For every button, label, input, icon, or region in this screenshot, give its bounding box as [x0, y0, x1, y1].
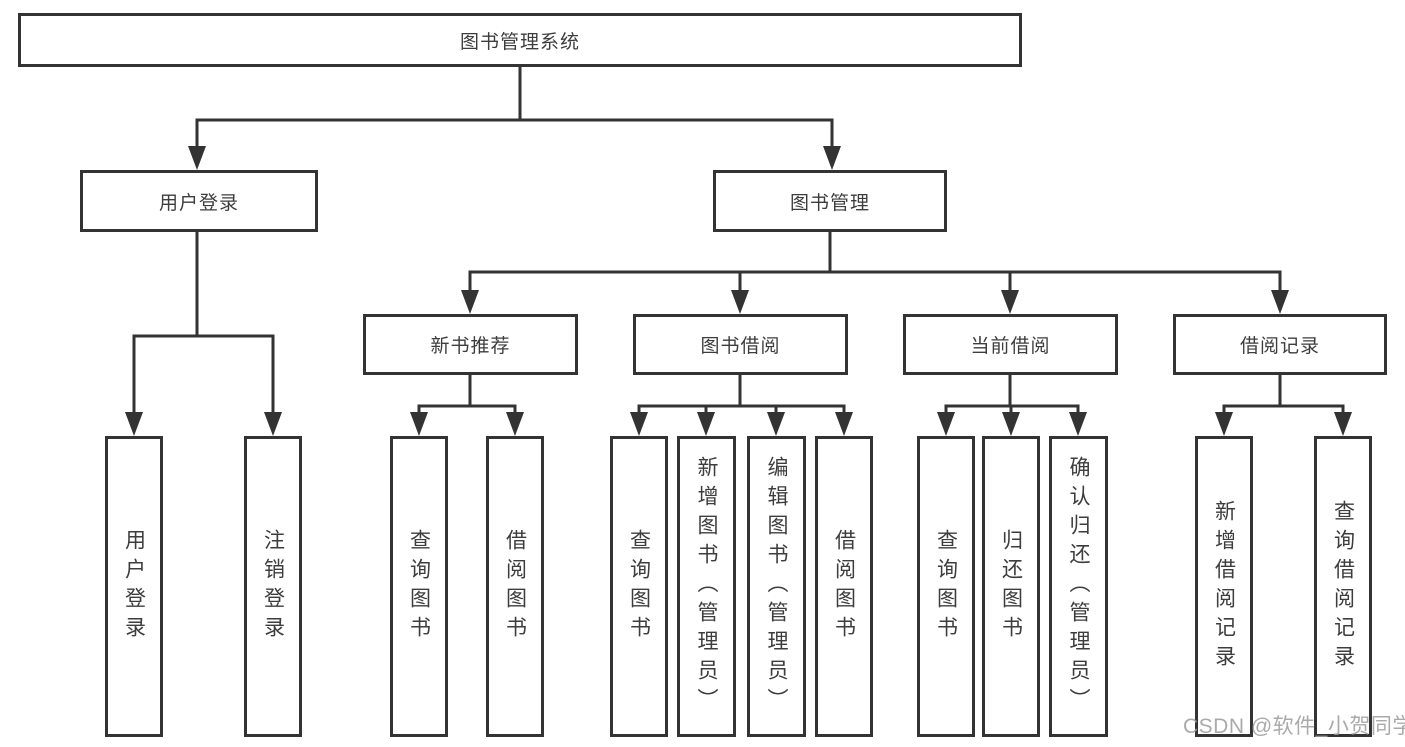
node-label: 查询图书: [627, 528, 651, 645]
leaf-logout: 注销登录: [244, 436, 302, 737]
node-label: 图书借阅: [700, 336, 781, 357]
node-label: 借阅图书: [832, 528, 856, 645]
node-book-borrow: 图书借阅: [633, 314, 848, 375]
node-borrow-records: 借阅记录: [1173, 314, 1387, 375]
connector-new-books: [417, 373, 517, 418]
connector-book-mgmt: [468, 230, 1282, 296]
leaf-borrow-books: 借阅图书: [815, 436, 873, 737]
arrow-icon: [264, 412, 282, 436]
arrow-icon: [835, 412, 853, 436]
node-label: 用户登录: [158, 192, 239, 214]
node-label: 借阅图书: [503, 528, 527, 645]
arrow-icon: [630, 412, 648, 436]
leaf-confirm-return-admin: 确认归还（管理员）: [1049, 436, 1108, 737]
node-label: 查询图书: [934, 528, 958, 645]
connector-user-login: [132, 230, 275, 418]
node-label: 编辑图书（管理员）: [765, 456, 788, 717]
connector-borrow-records: [1222, 373, 1345, 418]
leaf-add-books-admin: 新增图书（管理员）: [677, 436, 736, 737]
arrow-icon: [1002, 412, 1020, 436]
arrowheads: [125, 146, 1352, 436]
arrow-icon: [767, 412, 785, 436]
arrow-icon: [125, 412, 143, 436]
arrow-icon: [1334, 412, 1352, 436]
connector-current-borrow: [944, 373, 1080, 418]
node-library-management-system: 图书管理系统: [18, 13, 1022, 67]
node-label: 新增图书（管理员）: [695, 456, 718, 717]
node-current-borrow: 当前借阅: [903, 314, 1118, 375]
leaf-edit-books-admin: 编辑图书（管理员）: [747, 436, 806, 737]
arrow-icon: [410, 412, 428, 436]
arrow-icon: [823, 146, 841, 170]
node-label: 图书管理: [789, 192, 870, 214]
arrow-icon: [506, 412, 524, 436]
leaf-query-books: 查询图书: [917, 436, 975, 737]
arrow-icon: [937, 412, 955, 436]
arrow-icon: [697, 412, 715, 436]
arrow-icon: [1215, 412, 1233, 436]
node-new-book-recommend: 新书推荐: [363, 314, 578, 375]
leaf-add-borrow-record: 新增借阅记录: [1195, 436, 1253, 737]
node-book-management-branch: 图书管理: [713, 170, 947, 232]
node-label: 图书管理系统: [459, 31, 580, 53]
csdn-watermark: CSDN @软件_小贺同学: [1183, 715, 1405, 738]
node-user-login-branch: 用户登录: [80, 170, 318, 232]
node-label: 归还图书: [999, 528, 1023, 645]
arrow-icon: [731, 290, 749, 314]
arrow-icon: [461, 290, 479, 314]
connector-book-borrow: [637, 373, 846, 418]
arrow-icon: [1001, 290, 1019, 314]
leaf-query-books: 查询图书: [390, 436, 448, 737]
arrow-icon: [188, 146, 206, 170]
node-label: 注销登录: [261, 528, 285, 645]
leaf-query-borrow-record: 查询借阅记录: [1314, 436, 1372, 737]
leaf-user-login: 用户登录: [105, 436, 163, 737]
node-label: 确认归还（管理员）: [1067, 456, 1090, 717]
leaf-query-books: 查询图书: [610, 436, 668, 737]
arrow-icon: [1069, 412, 1087, 436]
node-label: 查询图书: [407, 528, 431, 645]
leaf-borrow-books: 借阅图书: [486, 436, 544, 737]
node-label: 新增借阅记录: [1212, 499, 1236, 674]
node-label: 用户登录: [122, 528, 146, 645]
node-label: 借阅记录: [1239, 336, 1320, 357]
connector-root: [195, 65, 834, 152]
node-label: 当前借阅: [970, 336, 1051, 357]
node-label: 查询借阅记录: [1331, 499, 1355, 674]
leaf-return-books: 归还图书: [982, 436, 1040, 737]
node-label: 新书推荐: [430, 336, 511, 357]
arrow-icon: [1271, 290, 1289, 314]
